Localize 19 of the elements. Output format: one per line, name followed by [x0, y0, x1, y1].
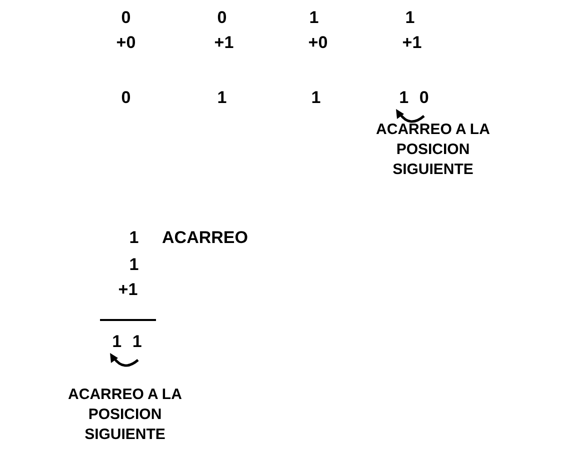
digit: 0 — [121, 88, 131, 108]
digit: 1 — [311, 88, 321, 108]
digit: 1 0 — [399, 88, 429, 108]
digit: +1 — [402, 33, 422, 53]
digit: 0 — [121, 8, 131, 28]
digit: 1 — [129, 228, 139, 248]
carry-note: ACARREO A LA POSICION SIGUIENTE — [375, 120, 491, 180]
digit: 1 — [309, 8, 319, 28]
digit: 1 1 — [112, 332, 142, 352]
digit: +0 — [308, 33, 328, 53]
digit: 1 — [129, 255, 139, 275]
digit: 0 — [217, 8, 227, 28]
digit: +1 — [118, 280, 138, 300]
carry-label: ACARREO — [162, 228, 248, 248]
digit: 1 — [217, 88, 227, 108]
digit: +1 — [214, 33, 234, 53]
carry-note: ACARREO A LA POSICION SIGUIENTE — [67, 385, 183, 445]
digit: +0 — [116, 33, 136, 53]
digit: 1 — [405, 8, 415, 28]
